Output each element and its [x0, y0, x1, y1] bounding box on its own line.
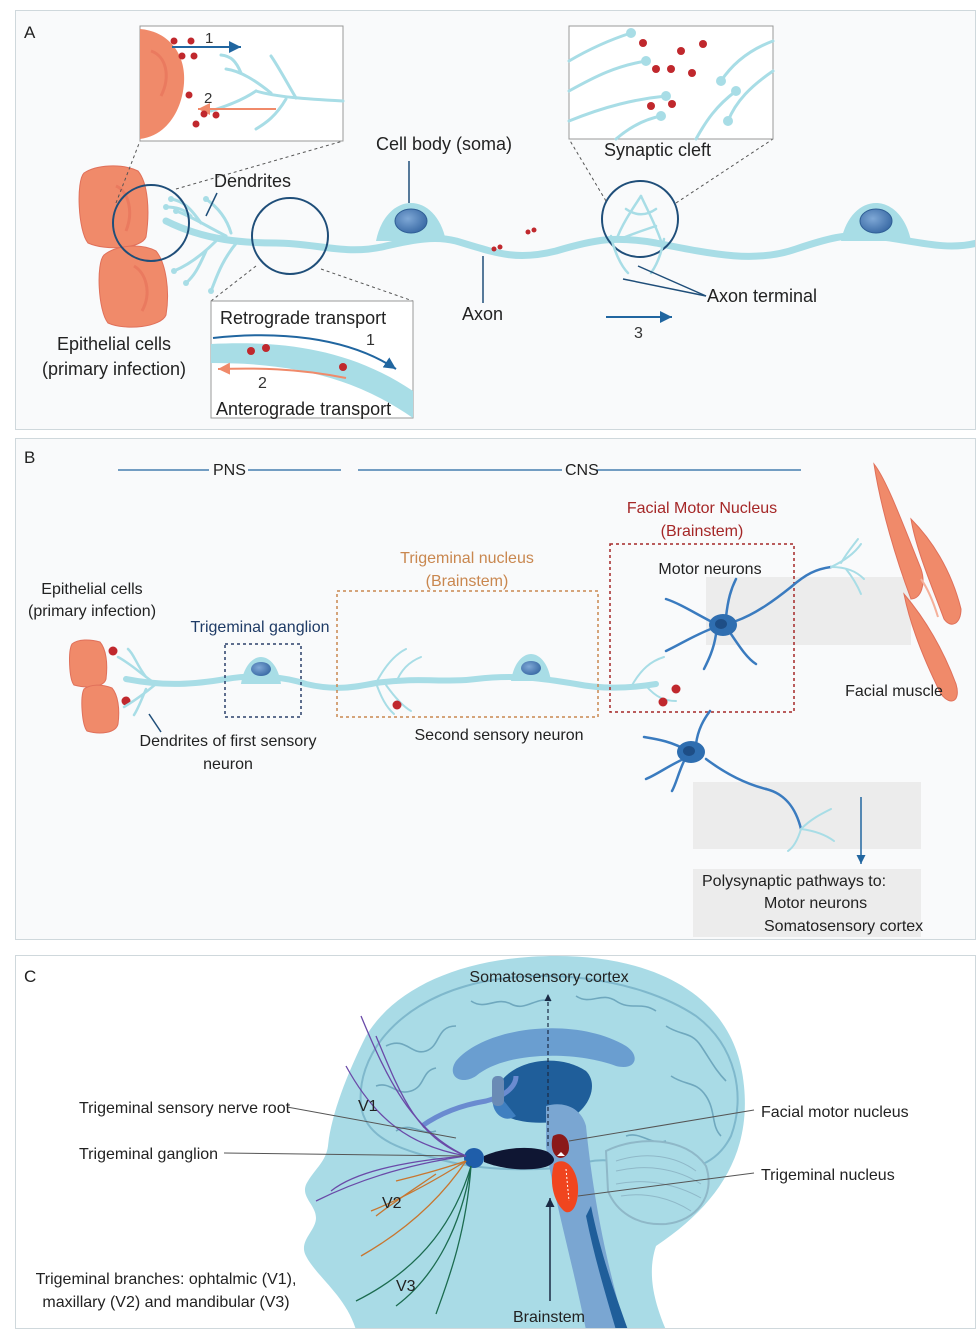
axon-terminal-label: Axon terminal [707, 286, 817, 306]
inset-transport: Retrograde transport 1 2 Anterograde tra… [211, 301, 413, 419]
cell-body-right [841, 203, 911, 241]
v3-label: V3 [396, 1278, 416, 1295]
synaptic-cleft-label: Synaptic cleft [604, 140, 711, 160]
dendrites-label: Dendrites [214, 171, 291, 191]
v1-label: V1 [358, 1098, 378, 1115]
panel-a-letter: A [24, 23, 36, 42]
facial-motor-label-2: (Brainstem) [661, 523, 744, 540]
ganglion-node [464, 1148, 484, 1168]
branches-label-2: maxillary (V2) and mandibular (V3) [42, 1294, 289, 1311]
cell-body-label: Cell body (soma) [376, 134, 512, 154]
facial-motor-c-label: Facial motor nucleus [761, 1104, 909, 1121]
zoom-circle-axon [252, 198, 328, 274]
panel-a: A [15, 10, 976, 430]
poly-label-2: Motor neurons [764, 895, 867, 912]
brainstem-label: Brainstem [513, 1309, 585, 1326]
retrograde-number: 1 [366, 332, 375, 349]
panel-c-letter: C [24, 967, 36, 986]
nerve-root-stub [492, 1076, 504, 1106]
poly-bg-box-top [693, 782, 921, 849]
inset-label-2: 2 [204, 90, 212, 107]
virus-particles [492, 228, 537, 252]
retrograde-label: Retrograde transport [220, 308, 386, 328]
v2-label: V2 [382, 1195, 402, 1212]
ganglion-c-label: Trigeminal ganglion [79, 1146, 218, 1163]
trigeminal-nucleus-box [337, 591, 598, 717]
dendrites-b-leader [149, 714, 161, 732]
inset-entry: 1 2 [140, 26, 343, 141]
inset-leaders [116, 139, 773, 301]
trigeminal-ganglion-label: Trigeminal ganglion [190, 619, 329, 636]
cns-label: CNS [565, 462, 599, 479]
axon-label: Axon [462, 304, 503, 324]
trigeminal-nucleus-label-1: Trigeminal nucleus [400, 550, 534, 567]
anterograde-number: 2 [258, 375, 267, 392]
panel-a-diagram: A [16, 11, 976, 430]
somatosensory-label: Somatosensory cortex [469, 969, 628, 986]
dendrites-b-label-2: neuron [203, 756, 253, 773]
dendrites-b-label-1: Dendrites of first sensory [140, 733, 317, 750]
poly-label-1: Polysynaptic pathways to: [702, 873, 886, 890]
panel-b-diagram: B PNS CNS [16, 439, 976, 940]
panel-b: B PNS CNS [15, 438, 976, 940]
facial-muscle-label: Facial muscle [845, 683, 943, 700]
arrow-3-label: 3 [634, 325, 643, 342]
motor-bg-box [706, 577, 911, 645]
epithelial-label-2: (primary infection) [42, 359, 186, 379]
third-neuron-terminals [631, 657, 676, 701]
panel-c-diagram: C [16, 956, 976, 1329]
trigeminal-nucleus-label-2: (Brainstem) [426, 573, 509, 590]
epithelial-cells [79, 166, 167, 327]
panel-b-letter: B [24, 448, 35, 467]
poly-label-3: Somatosensory cortex [764, 918, 923, 935]
pns-label: PNS [213, 462, 246, 479]
inset-label-1: 1 [205, 30, 213, 47]
facial-motor-label-1: Facial Motor Nucleus [627, 500, 777, 517]
cell-body [376, 203, 446, 241]
trigeminal-ganglion-soma [241, 657, 281, 684]
sensory-pathway [126, 677, 656, 688]
panel-c: C [15, 955, 976, 1329]
epithelial-b-label-1: Epithelial cells [41, 581, 142, 598]
sensory-root-label: Trigeminal sensory nerve root [79, 1100, 291, 1117]
epithelial-label-1: Epithelial cells [57, 334, 171, 354]
inset-synapse [569, 26, 773, 139]
axon-terminal-branches [611, 196, 664, 273]
branches-label-1: Trigeminal branches: ophtalmic (V1), [36, 1271, 297, 1288]
second-neuron-label: Second sensory neuron [415, 727, 584, 744]
anterograde-label: Anterograde transport [216, 399, 391, 419]
epithelial-b-label-2: (primary infection) [28, 603, 156, 620]
motor-neurons-label: Motor neurons [658, 561, 761, 578]
trig-nucleus-c-label: Trigeminal nucleus [761, 1167, 895, 1184]
second-sensory-soma [511, 654, 551, 681]
